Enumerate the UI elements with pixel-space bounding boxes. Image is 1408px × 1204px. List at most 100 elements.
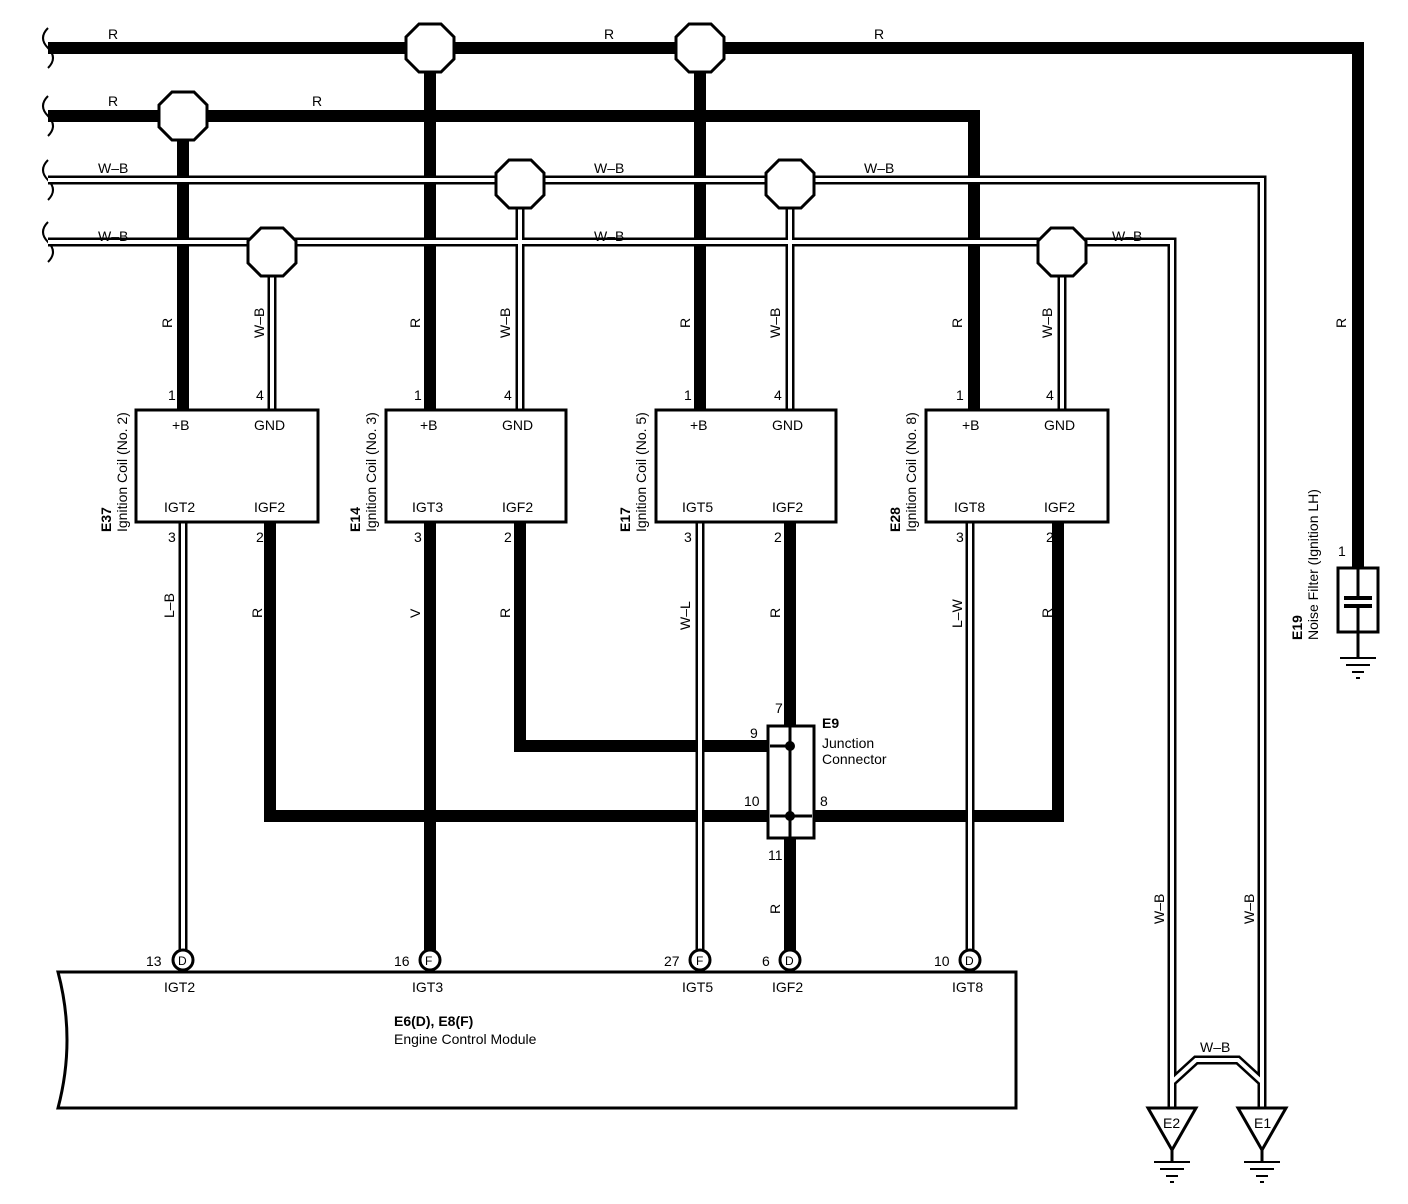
svg-text:2: 2 [1046,529,1054,545]
svg-text:8: 8 [820,793,828,809]
svg-text:IGF2: IGF2 [502,499,533,515]
svg-text:IGT2: IGT2 [164,979,195,995]
svg-text:10: 10 [934,953,950,969]
svg-text:R: R [1333,318,1349,328]
svg-text:W–B: W–B [767,308,783,338]
ground-icon [1154,1161,1190,1183]
ground-point-e2: E2 [1145,1106,1199,1183]
svg-text:GND: GND [254,417,285,433]
svg-text:4: 4 [1046,387,1054,403]
engine-control-module: E6(D), E8(F) Engine Control Module D 13 … [56,948,1018,1110]
svg-text:1: 1 [684,387,692,403]
svg-text:3: 3 [414,529,422,545]
svg-text:IGF2: IGF2 [254,499,285,515]
svg-text:R: R [677,318,693,328]
svg-text:IGT3: IGT3 [412,499,443,515]
svg-text:13: 13 [146,953,162,969]
ground-point-e1: E1 [1235,1106,1289,1183]
svg-text:4: 4 [504,387,512,403]
svg-text:+B: +B [690,417,708,433]
svg-text:E2: E2 [1163,1115,1180,1131]
svg-text:Ignition Coil (No. 2): Ignition Coil (No. 2) [114,412,130,532]
svg-text:Ignition Coil (No. 3): Ignition Coil (No. 3) [363,412,379,532]
svg-text:D: D [178,954,187,968]
svg-text:IGT8: IGT8 [954,499,985,515]
svg-text:W–B: W–B [1151,894,1167,924]
svg-text:2: 2 [774,529,782,545]
svg-text:IGT3: IGT3 [412,979,443,995]
svg-text:Junction: Junction [822,735,874,751]
svg-text:W–B: W–B [1112,228,1142,244]
svg-text:27: 27 [664,953,680,969]
svg-text:E9: E9 [822,715,839,731]
svg-text:GND: GND [502,417,533,433]
ecm-terminal-igt8: D 10 IGT8 [934,948,983,995]
svg-text:V: V [407,608,423,618]
svg-text:R: R [874,26,884,42]
svg-text:W–B: W–B [864,160,894,176]
svg-text:W–L: W–L [677,601,693,630]
svg-text:E1: E1 [1254,1115,1271,1131]
svg-text:IGT8: IGT8 [952,979,983,995]
ecm-terminal-igt2: D 13 IGT2 [146,948,195,995]
svg-text:W–B: W–B [594,228,624,244]
wire-color-labels: R R R R R W–B W–B W–B W–B W–B W–B W–B R … [98,26,1349,1055]
power-wires-red [48,42,1364,950]
svg-text:R: R [1039,608,1055,618]
svg-text:R: R [108,93,118,109]
svg-text:W–B: W–B [98,228,128,244]
svg-text:E37: E37 [98,507,114,532]
svg-text:Noise Filter (Ignition LH): Noise Filter (Ignition LH) [1305,489,1321,640]
svg-text:R: R [767,904,783,914]
svg-text:L–W: L–W [949,598,965,628]
ignition-coil-no5: +B GND IGT5 IGF2 1 4 3 2 E17 Ignition Co… [617,387,838,545]
svg-text:R: R [767,608,783,618]
svg-text:IGF2: IGF2 [772,499,803,515]
svg-text:IGT5: IGT5 [682,499,713,515]
svg-text:IGF2: IGF2 [1044,499,1075,515]
svg-text:+B: +B [172,417,190,433]
svg-text:W–B: W–B [1241,894,1257,924]
svg-text:W–B: W–B [98,160,128,176]
ground-icon [1244,1161,1280,1183]
svg-text:4: 4 [256,387,264,403]
junction-connector: 7 9 10 8 11 E9 Junction Connector [744,700,887,863]
svg-text:D: D [965,954,974,968]
ground-icon [1340,657,1376,679]
svg-text:6: 6 [762,953,770,969]
svg-text:W–B: W–B [497,308,513,338]
ignition-coil-no2: +B GND IGT2 IGF2 1 4 3 2 E37 Ignition Co… [98,387,320,545]
svg-text:16: 16 [394,953,410,969]
svg-text:L–B: L–B [161,593,177,618]
svg-text:R: R [497,608,513,618]
svg-text:Ignition Coil (No. 5): Ignition Coil (No. 5) [633,412,649,532]
svg-text:9: 9 [750,725,758,741]
ignition-coil-no3: +B GND IGT3 IGF2 1 4 3 2 E14 Ignition Co… [347,387,568,545]
ecm-terminal-igt3: F 16 IGT3 [394,948,443,995]
svg-text:3: 3 [168,529,176,545]
svg-text:R: R [604,26,614,42]
svg-text:E28: E28 [887,507,903,532]
svg-text:3: 3 [684,529,692,545]
svg-text:1: 1 [956,387,964,403]
svg-text:E6(D), E8(F): E6(D), E8(F) [394,1013,473,1029]
svg-text:IGT2: IGT2 [164,499,195,515]
svg-text:+B: +B [962,417,980,433]
svg-text:R: R [312,93,322,109]
svg-text:R: R [949,318,965,328]
svg-text:GND: GND [1044,417,1075,433]
svg-text:2: 2 [504,529,512,545]
svg-text:Connector: Connector [822,751,887,767]
svg-text:R: R [108,26,118,42]
ecm-terminal-igf2: D 6 IGF2 [762,948,803,995]
svg-text:W–B: W–B [1200,1039,1230,1055]
svg-text:R: R [407,318,423,328]
hollow-wires [48,175,1267,1108]
svg-text:11: 11 [768,847,783,863]
svg-text:D: D [785,954,794,968]
svg-text:E17: E17 [617,507,633,532]
svg-text:Engine Control Module: Engine Control Module [394,1031,537,1047]
svg-text:E14: E14 [347,507,363,532]
svg-text:2: 2 [256,529,264,545]
